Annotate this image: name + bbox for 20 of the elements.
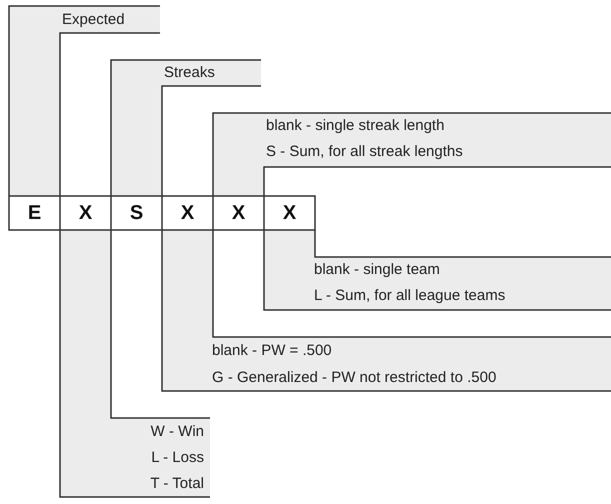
connector-strip bbox=[264, 230, 314, 257]
explanation-text: T - Total bbox=[150, 474, 204, 494]
explanation-band bbox=[9, 6, 160, 33]
explanation-band bbox=[213, 113, 611, 167]
explanation-text: blank - single team bbox=[314, 260, 440, 280]
connector-strip bbox=[214, 167, 264, 196]
explanation-text: L - Loss bbox=[151, 448, 204, 468]
explanation-text: W - Win bbox=[150, 422, 204, 442]
explanation-band bbox=[111, 60, 261, 86]
explanation-text: blank - PW = .500 bbox=[212, 341, 332, 361]
explanation-text: L - Sum, for all league teams bbox=[314, 286, 506, 306]
explanation-text: S - Sum, for all streak lengths bbox=[266, 142, 463, 162]
explanation-text: Expected bbox=[62, 10, 125, 30]
explanation-band bbox=[162, 337, 611, 391]
explanation-text: Streaks bbox=[164, 63, 215, 83]
explanation-text: G - Generalized - PW not restricted to .500 bbox=[212, 368, 496, 388]
explanation-text: blank - single streak length bbox=[266, 116, 444, 136]
explanation-band bbox=[60, 418, 210, 497]
connector-strip bbox=[10, 33, 60, 196]
explanation-band bbox=[264, 257, 611, 310]
